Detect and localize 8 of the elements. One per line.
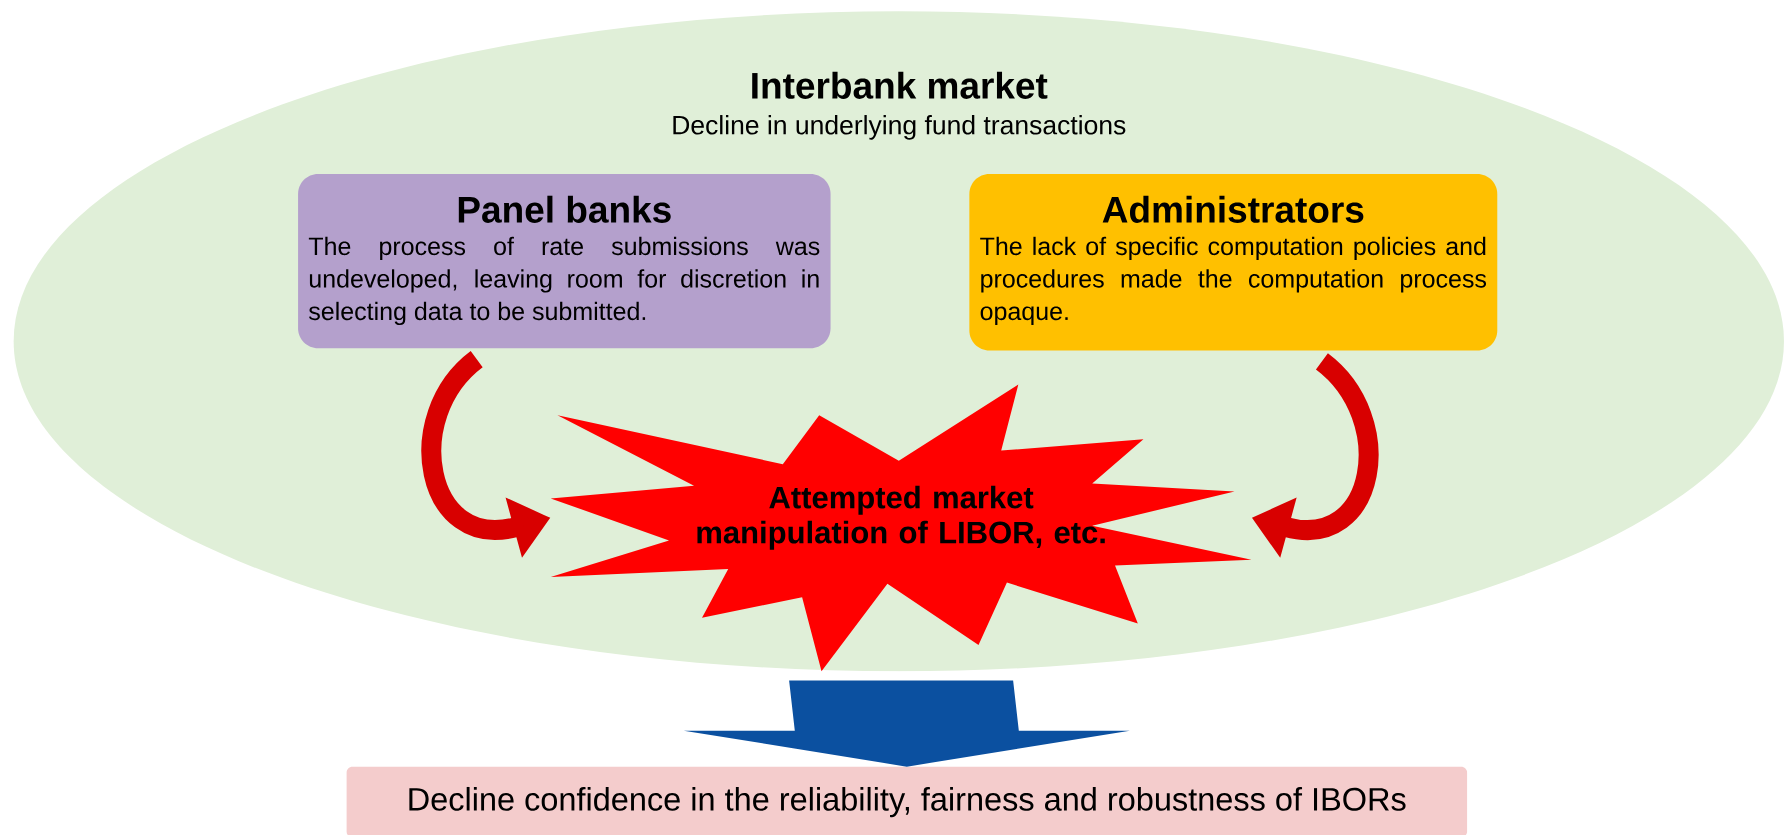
starburst: Attempted market manipulation of LIBOR, etc. [550, 384, 1252, 672]
box-text: The lack of specific computation policies and procedures made the computation process opaque. [980, 236, 1487, 326]
box-text: The process of rate submissions was undeveloped, leaving room for discretion in selecting data to be submitted. [308, 236, 820, 326]
region-heading: Interbank market [752, 71, 1048, 99]
region-subtitle: Decline in underlying fund transactions [673, 115, 1126, 140]
box-heading: Administrators [1102, 195, 1364, 223]
box-heading: Panel banks [458, 195, 671, 223]
result-box: Decline confidence in the reliability, fairness and robustness of IBORs [346, 766, 1468, 835]
